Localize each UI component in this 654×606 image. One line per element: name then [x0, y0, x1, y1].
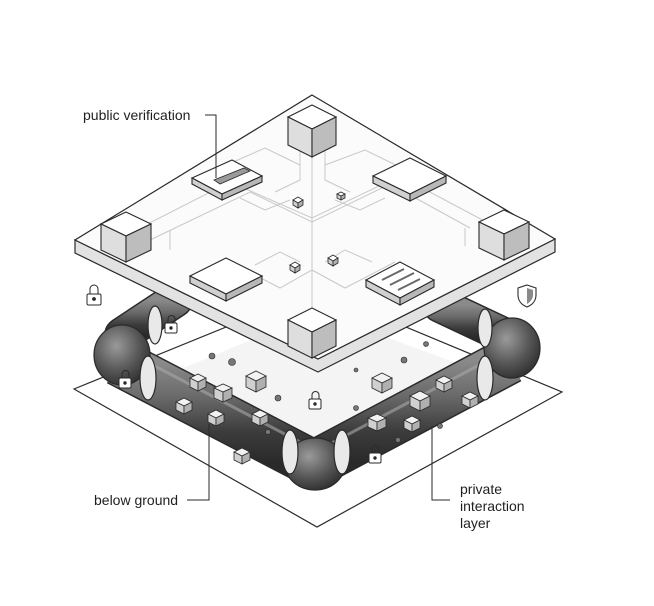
- cube-icon: [409, 390, 431, 412]
- leader-private-interaction-layer: [431, 426, 450, 501]
- label-line: private: [460, 481, 503, 497]
- cube-icon: [207, 409, 225, 427]
- leader-below-ground: [187, 424, 210, 501]
- cube-icon: [327, 254, 339, 267]
- label-line: layer: [460, 515, 491, 531]
- shield-icon: [517, 284, 537, 308]
- cube-icon: [367, 413, 387, 432]
- document-panel-icon: [190, 159, 264, 201]
- cube-icon: [245, 370, 267, 393]
- cube-icon: [189, 373, 207, 392]
- cube-icon: [286, 104, 338, 158]
- data-cubes-in-pipe: [175, 370, 479, 465]
- pipe-elbow-right: [483, 317, 541, 379]
- padlock-icon: [164, 315, 178, 334]
- padlock-icon: [368, 445, 382, 464]
- leader-lines: [187, 114, 450, 501]
- panel-icon: [371, 157, 448, 202]
- cube-icon: [213, 383, 233, 403]
- cube-icon: [289, 261, 301, 274]
- cube-icon: [477, 209, 531, 261]
- label-public-verification: public verification: [83, 107, 191, 123]
- label-below-ground: below ground: [94, 492, 179, 508]
- ground-inner-area: [155, 312, 470, 452]
- label-private-interaction-layer: private interaction layer: [460, 481, 525, 532]
- leader-public-verification: [205, 114, 217, 178]
- cube-icon: [175, 397, 193, 415]
- cube-icon: [233, 447, 251, 465]
- cube-icon: [435, 375, 453, 393]
- pipe-joint-icon: [139, 305, 494, 475]
- circuit-traces: [119, 135, 506, 330]
- cube-icon: [99, 211, 153, 263]
- panel-icon: [188, 257, 264, 302]
- platform-top: [73, 94, 557, 360]
- cube-icon: [336, 191, 346, 201]
- padlock-icon: [118, 370, 132, 389]
- cube-icon: [251, 409, 269, 427]
- cube-icon: [371, 372, 393, 394]
- padlock-icon: [308, 391, 322, 410]
- cube-icon: [286, 307, 338, 359]
- cube-icon: [292, 196, 304, 209]
- cube-icon: [461, 391, 479, 409]
- padlock-icon: [86, 284, 102, 306]
- cube-icon: [403, 415, 421, 433]
- data-spheres: [208, 341, 443, 443]
- label-line: interaction: [460, 498, 525, 514]
- platform: [73, 94, 557, 373]
- document-panel-icon: [364, 261, 436, 306]
